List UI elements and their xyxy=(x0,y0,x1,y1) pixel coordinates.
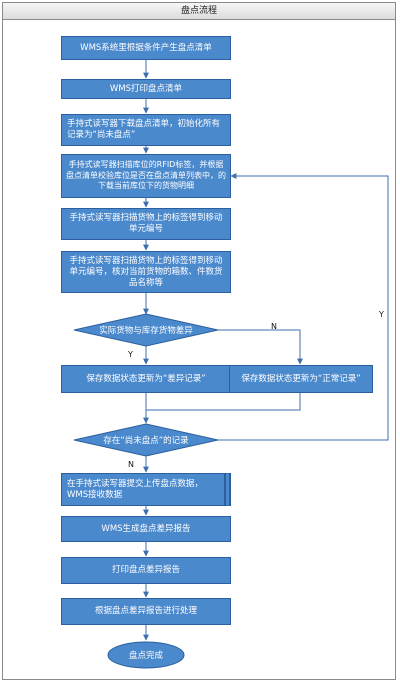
step-generate-list-text: WMS系统里根据条件产生盘点清单 xyxy=(80,42,212,53)
step-scan-goods-text: 手持式读写器扫描货物上的标签得到移动单元编号 xyxy=(69,213,223,234)
step-verify-goods-text: 手持式读写器扫描货物上的标签得到移动单元编号，核对当前货物的箱数、件数货品名称等 xyxy=(69,255,223,288)
arrow-d2-loop xyxy=(218,173,389,441)
step-process-report-text: 根据盘点差异报告进行处理 xyxy=(94,606,197,616)
step-scan-goods: 手持式读写器扫描货物上的标签得到移动单元编号 xyxy=(61,208,231,240)
end-terminator-label: 盘点完成 xyxy=(129,650,164,661)
step-save-difference: 保存数据状态更新为“差异记录” xyxy=(61,365,231,393)
decision-uncounted-yes-label: Y xyxy=(379,310,384,319)
step-scan-location-text: 手持式读写器扫描库位的RFID标签，并根据盘点清单校验库位是否在盘点清单列表中，… xyxy=(66,160,226,191)
step-scan-location: 手持式读写器扫描库位的RFID标签，并根据盘点清单校验库位是否在盘点清单列表中，… xyxy=(61,154,231,198)
arrow-d1-s7b xyxy=(218,329,303,365)
decision-difference xyxy=(73,313,219,347)
end-terminator xyxy=(107,641,185,669)
step-save-difference-text: 保存数据状态更新为“差异记录” xyxy=(86,373,206,384)
decision-difference-label: 实际货物与库存货物差异 xyxy=(99,325,193,336)
step-download-list: 手持式读写器下载盘点清单，初始化所有记录为“尚未盘点” xyxy=(61,114,231,146)
step-print-report-text: 打印盘点差异报告 xyxy=(111,565,180,575)
decision-uncounted-label: 存在“尚未盘点”的记录 xyxy=(103,435,189,446)
step-process-report: 根据盘点差异报告进行处理 xyxy=(61,598,231,625)
step-print-list: WMS打印盘点清单 xyxy=(61,79,231,99)
step-generate-report: WMS生成盘点差异报告 xyxy=(61,516,231,542)
decision-difference-no-label: N xyxy=(271,322,277,331)
diagram-title: 盘点流程 xyxy=(3,3,395,20)
step-print-report: 打印盘点差异报告 xyxy=(61,557,231,584)
step-save-normal-text: 保存数据状态更新为“正常记录” xyxy=(241,373,361,384)
step-generate-report-text: WMS生成盘点差异报告 xyxy=(101,523,191,534)
step-download-list-text: 手持式读写器下载盘点清单，初始化所有记录为“尚未盘点” xyxy=(67,119,221,140)
step-upload-data: 在手持式读写器提交上传盘点数据，WMS接收数据 xyxy=(61,473,231,506)
step-upload-data-text: 在手持式读写器提交上传盘点数据，WMS接收数据 xyxy=(67,478,204,500)
step-save-normal: 保存数据状态更新为“正常记录” xyxy=(229,365,373,393)
decision-uncounted xyxy=(73,423,219,457)
step-verify-goods: 手持式读写器扫描货物上的标签得到移动单元编号，核对当前货物的箱数、件数货品名称等 xyxy=(61,251,231,293)
decision-uncounted-no-label: N xyxy=(128,460,134,469)
step-print-list-text: WMS打印盘点清单 xyxy=(109,83,183,94)
decision-difference-yes-label: Y xyxy=(128,350,133,359)
arrow-s7b-merge xyxy=(146,393,301,411)
step-generate-list: WMS系统里根据条件产生盘点清单 xyxy=(61,36,231,60)
